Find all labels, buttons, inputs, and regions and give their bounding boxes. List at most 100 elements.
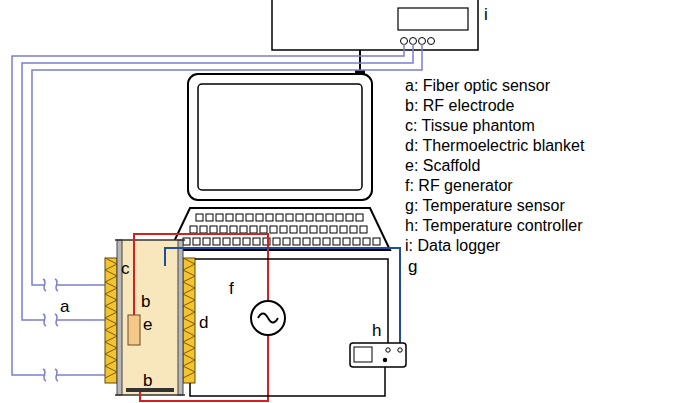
- rf-generator: [251, 301, 285, 335]
- temperature-controller: [386, 348, 390, 352]
- callout-letter: e: [143, 316, 152, 333]
- keyboard: [290, 226, 297, 233]
- legend-line: d: Thermoelectric blanket: [405, 138, 584, 154]
- keyboard: [230, 226, 237, 233]
- keyboard: [300, 226, 307, 233]
- data-logger: [272, 0, 478, 50]
- keyboard: [363, 238, 370, 245]
- keyboard: [280, 226, 287, 233]
- keyboard: [220, 226, 227, 233]
- keyboard: [210, 226, 217, 233]
- keyboard: [170, 208, 390, 250]
- computer-monitor: [188, 74, 372, 200]
- keyboard: [170, 208, 390, 250]
- fiber-optic-cable: [12, 44, 422, 381]
- fiber-optic-cable: [43, 314, 58, 326]
- keyboard: [203, 238, 210, 245]
- callout-letter: f: [229, 280, 234, 297]
- legend-line: e: Scaffold: [405, 158, 480, 174]
- keyboard: [373, 238, 380, 245]
- temperature-sensor-wire: [165, 248, 400, 348]
- keyboard: [340, 226, 347, 233]
- legend-line: b: RF electrode: [405, 98, 514, 114]
- keyboard: [260, 226, 267, 233]
- callout-letter: g: [408, 258, 417, 275]
- keyboard: [283, 238, 290, 245]
- keyboard: [326, 214, 333, 221]
- tissue-phantom: [122, 240, 178, 395]
- keyboard: [333, 238, 340, 245]
- rf-generator: [258, 314, 278, 323]
- keyboard: [313, 238, 320, 245]
- keyboard: [183, 238, 190, 245]
- keyboard: [343, 238, 350, 245]
- scaffold: [128, 315, 140, 345]
- temperature-controller: [350, 343, 406, 367]
- keyboard: [296, 214, 303, 221]
- keyboard: [253, 238, 260, 245]
- keyboard: [266, 214, 273, 221]
- data-logger: [398, 8, 468, 30]
- keyboard: [310, 226, 317, 233]
- keyboard: [250, 226, 257, 233]
- thermoelectric-blanket: [105, 258, 117, 378]
- data-logger: [272, 0, 478, 50]
- fiber-optic-cable: [43, 279, 58, 291]
- keyboard: [303, 238, 310, 245]
- thermoelectric-blanket: [105, 258, 117, 383]
- keyboard: [243, 238, 250, 245]
- rf-generator: [251, 301, 285, 335]
- temperature-controller: [354, 347, 372, 362]
- temperature-sensor-wire: [165, 248, 400, 348]
- legend-line: c: Tissue phantom: [405, 118, 535, 134]
- legend-line: a: Fiber optic sensor: [405, 78, 550, 94]
- callout-letter: i: [484, 6, 488, 23]
- keyboard: [356, 214, 363, 221]
- data-logger: [419, 38, 426, 45]
- temperature-controller: [383, 358, 387, 362]
- tissue-phantom: [178, 240, 183, 395]
- fiber-optic-cable: [22, 44, 413, 320]
- data-logger: [401, 38, 408, 45]
- computer-monitor: [198, 84, 362, 190]
- keyboard: [306, 214, 313, 221]
- keyboard: [193, 238, 200, 245]
- data-logger: [410, 38, 417, 45]
- callout-letter: d: [199, 314, 208, 331]
- keyboard: [336, 214, 343, 221]
- rf-wire: [134, 234, 268, 315]
- keyboard: [316, 214, 323, 221]
- keyboard: [200, 226, 207, 233]
- keyboard: [206, 214, 213, 221]
- scaffold: [128, 315, 140, 345]
- legend-line: h: Temperature controller: [405, 218, 583, 234]
- temperature-controller: [398, 348, 402, 352]
- keyboard: [190, 226, 197, 233]
- data-logger: [428, 38, 435, 45]
- fiber-optic-cable: [43, 369, 58, 381]
- keyboard: [323, 238, 330, 245]
- keyboard: [353, 238, 360, 245]
- thermoelectric-blanket: [183, 258, 195, 378]
- thermoelectric-blanket: [183, 258, 195, 383]
- tissue-phantom: [115, 394, 185, 396]
- keyboard: [293, 238, 300, 245]
- keyboard: [270, 226, 277, 233]
- rf-wire: [140, 335, 268, 401]
- callout-letter: b: [141, 293, 150, 310]
- keyboard: [330, 226, 337, 233]
- keyboard: [216, 214, 223, 221]
- blanket-wire: [190, 259, 388, 396]
- keyboard: [233, 238, 240, 245]
- blanket-wire: [195, 259, 388, 348]
- callout-letter: c: [121, 260, 130, 277]
- keyboard: [360, 226, 367, 233]
- callout-letter: b: [143, 372, 152, 389]
- keyboard: [240, 226, 247, 233]
- callout-letter: a: [60, 298, 69, 315]
- temperature-controller: [350, 343, 406, 367]
- keyboard: [256, 214, 263, 221]
- keyboard: [226, 214, 233, 221]
